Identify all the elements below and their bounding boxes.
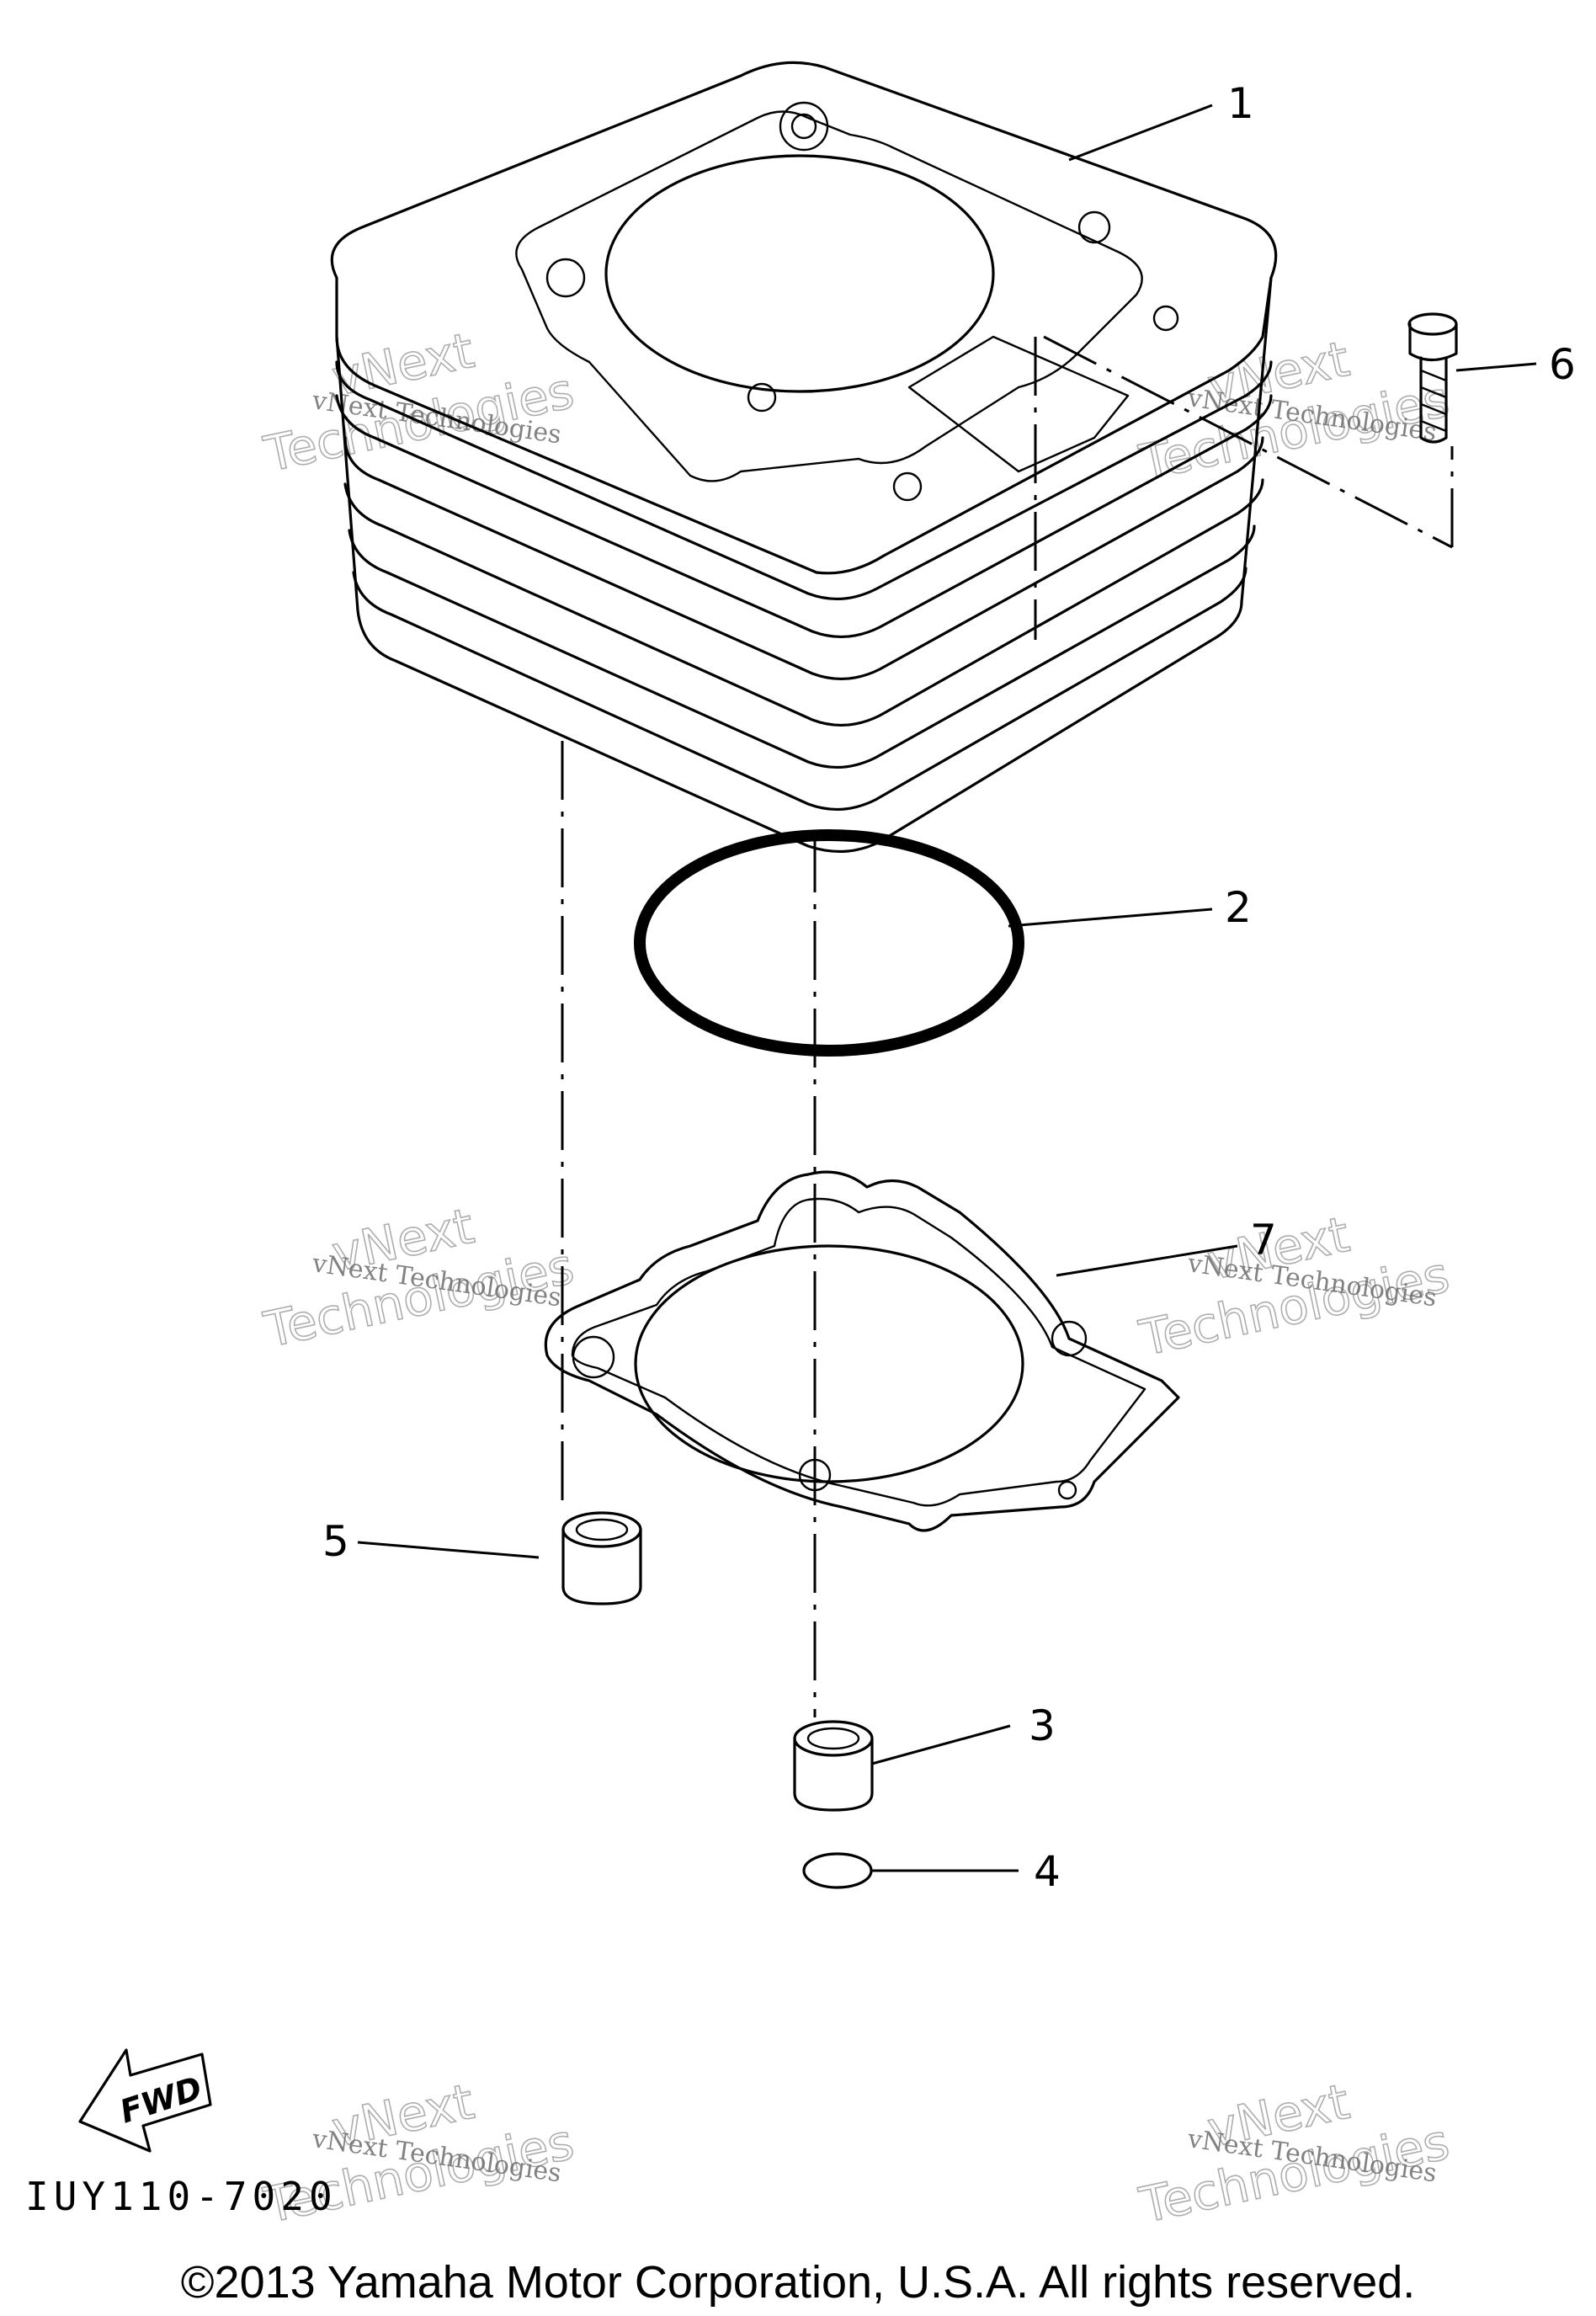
- callout-5: 5: [322, 1517, 349, 1566]
- callout-4: 4: [1034, 1847, 1061, 1896]
- watermark-mid-right: Technologies vNext vNext Technologies: [1134, 1205, 1455, 1368]
- callout-3: 3: [1029, 1701, 1056, 1750]
- small-o-ring-part: [802, 1852, 873, 1889]
- callout-1: 1: [1227, 79, 1254, 128]
- drawing-code: IUY110-7020: [25, 2174, 338, 2219]
- cylinder-part: [330, 61, 1454, 853]
- callout-2: 2: [1225, 883, 1252, 932]
- watermark-mid-left: Technologies vNext vNext Technologies: [258, 1196, 579, 1360]
- copyright-notice: ©2013 Yamaha Motor Corporation, U.S.A. A…: [180, 2257, 1416, 2308]
- leader-lines: [357, 104, 1537, 1872]
- fwd-arrow-icon: FWD: [78, 2048, 212, 2153]
- base-gasket-part: [544, 1170, 1180, 1532]
- dowel-pin-center-part: [793, 1720, 874, 1812]
- watermark-bottom-right: Technologies vNext vNext Technologies: [1134, 2072, 1455, 2235]
- callout-7: 7: [1250, 1216, 1277, 1264]
- bolt-part: [1407, 312, 1458, 444]
- o-ring-part: [634, 829, 1024, 1057]
- watermark-top-left: Technologies vNext vNext Technologies: [258, 321, 579, 484]
- dowel-pin-left-part: [561, 1511, 642, 1605]
- callout-6: 6: [1549, 340, 1576, 389]
- watermark-top-right: Technologies vNext vNext Technologies: [1134, 329, 1455, 492]
